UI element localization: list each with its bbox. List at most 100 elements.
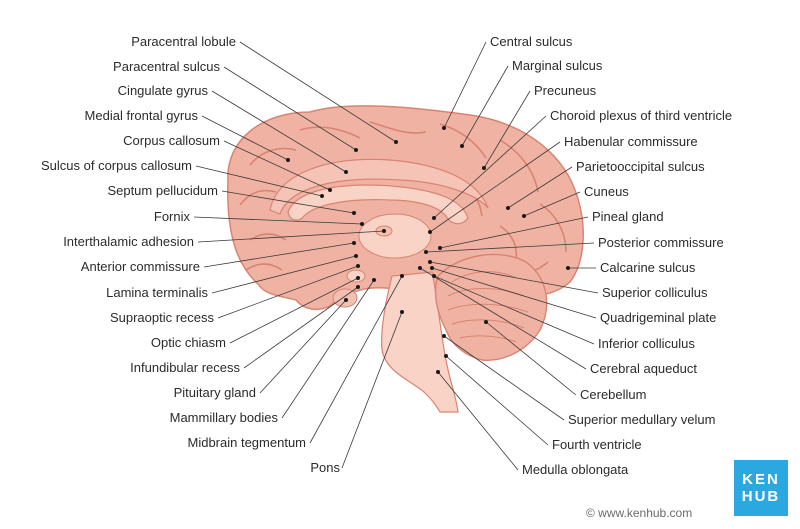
label-cerebellum: Cerebellum: [580, 387, 646, 402]
cerebellum-shape: [434, 253, 548, 361]
label-cingulate-gyrus: Cingulate gyrus: [118, 83, 209, 98]
label-superior-medullary-velum: Superior medullary velum: [568, 412, 715, 427]
label-central-sulcus: Central sulcus: [490, 34, 573, 49]
logo-line-2: HUB: [741, 488, 781, 505]
cingulate-gyrus: [269, 158, 489, 215]
label-interthalamic-adhesion: Interthalamic adhesion: [63, 234, 194, 249]
dot-paracentral-lobule: [394, 140, 398, 144]
label-lamina-terminalis: Lamina terminalis: [106, 285, 208, 300]
label-superior-colliculus: Superior colliculus: [602, 285, 708, 300]
leader-pons: [341, 311, 403, 469]
dot-interthalamic-adhesion: [382, 229, 386, 233]
dot-choroid-plexus: [432, 216, 436, 220]
dot-mammillary-bodies: [372, 278, 376, 282]
optic-chiasm-shape: [346, 269, 366, 283]
kenhub-logo[interactable]: KEN HUB: [734, 460, 788, 516]
label-sulcus-corpus-callosum: Sulcus of corpus callosum: [41, 158, 192, 173]
leader-medial-frontal-gyrus: [201, 115, 289, 161]
label-fourth-ventricle: Fourth ventricle: [552, 437, 642, 452]
leader-sulcus-corpus-callosum: [195, 165, 323, 197]
leader-midbrain-tegmentum: [309, 275, 403, 444]
leader-precuneus: [483, 90, 531, 169]
dot-superior-medullary-velum: [442, 334, 446, 338]
label-pituitary-gland: Pituitary gland: [174, 385, 256, 400]
logo-line-1: KEN: [742, 471, 780, 488]
leader-pineal-gland: [439, 216, 589, 249]
label-pineal-gland: Pineal gland: [592, 209, 664, 224]
leader-quadrigeminal-plate: [431, 267, 597, 319]
leader-posterior-commissure: [425, 242, 595, 253]
leader-lines: [193, 41, 599, 471]
leader-dots: [286, 126, 570, 374]
label-cerebral-aqueduct: Cerebral aqueduct: [590, 361, 697, 376]
dot-corpus-callosum: [328, 188, 332, 192]
leader-supraoptic-recess: [217, 265, 359, 319]
dot-midbrain-tegmentum: [400, 274, 404, 278]
dot-septum-pellucidum: [352, 211, 356, 215]
dot-precuneus: [482, 166, 486, 170]
corpus-callosum: [287, 184, 469, 225]
dot-fornix: [360, 222, 364, 226]
dot-pineal-gland: [438, 246, 442, 250]
leader-optic-chiasm: [229, 277, 359, 344]
copyright-text: © www.kenhub.com: [586, 506, 693, 520]
label-posterior-commissure: Posterior commissure: [598, 235, 724, 250]
leader-habenular-commissure: [429, 141, 561, 233]
leader-parietooccipital-sulcus: [507, 166, 573, 209]
thalamus: [358, 213, 432, 259]
leader-lamina-terminalis: [211, 255, 357, 294]
leader-anterior-commissure: [203, 242, 355, 268]
dot-quadrigeminal-plate: [430, 266, 434, 270]
dot-supraoptic-recess: [356, 264, 360, 268]
dot-sulcus-corpus-callosum: [320, 194, 324, 198]
leader-central-sulcus: [443, 41, 487, 129]
label-paracentral-lobule: Paracentral lobule: [131, 34, 236, 49]
dot-cerebellum: [484, 320, 488, 324]
label-midbrain-tegmentum: Midbrain tegmentum: [188, 435, 307, 450]
dot-central-sulcus: [442, 126, 446, 130]
pituitary-shape: [332, 288, 358, 308]
leader-paracentral-lobule: [239, 41, 397, 143]
dot-anterior-commissure: [352, 241, 356, 245]
label-quadrigeminal-plate: Quadrigeminal plate: [600, 310, 716, 325]
dot-medulla-oblongata: [436, 370, 440, 374]
label-precuneus: Precuneus: [534, 83, 597, 98]
label-fornix: Fornix: [154, 209, 191, 224]
leader-mammillary-bodies: [281, 279, 375, 419]
label-medulla-oblongata: Medulla oblongata: [522, 462, 629, 477]
label-septum-pellucidum: Septum pellucidum: [107, 183, 218, 198]
dot-cerebral-aqueduct: [418, 266, 422, 270]
leader-infundibular-recess: [243, 286, 359, 369]
leader-choroid-plexus: [433, 115, 547, 219]
labels-right: Central sulcus Marginal sulcus Precuneus…: [490, 34, 732, 477]
dot-superior-colliculus: [428, 260, 432, 264]
dot-habenular-commissure: [428, 230, 432, 234]
dot-inferior-colliculus: [432, 274, 436, 278]
dot-paracentral-sulcus: [354, 148, 358, 152]
label-habenular-commissure: Habenular commissure: [564, 134, 698, 149]
dot-cingulate-gyrus: [344, 170, 348, 174]
brainstem: [381, 271, 459, 413]
dot-calcarine-sulcus: [566, 266, 570, 270]
dot-parietooccipital-sulcus: [506, 206, 510, 210]
label-choroid-plexus: Choroid plexus of third ventricle: [550, 108, 732, 123]
label-infundibular-recess: Infundibular recess: [130, 360, 240, 375]
leader-marginal-sulcus: [461, 65, 509, 147]
leader-cerebellum: [485, 321, 577, 396]
label-corpus-callosum: Corpus callosum: [123, 133, 220, 148]
label-supraoptic-recess: Supraoptic recess: [110, 310, 215, 325]
label-medial-frontal-gyrus: Medial frontal gyrus: [85, 108, 199, 123]
leader-medulla-oblongata: [437, 371, 519, 471]
leader-septum-pellucidum: [221, 190, 355, 214]
dot-pituitary-gland: [344, 298, 348, 302]
dot-lamina-terminalis: [354, 254, 358, 258]
label-inferior-colliculus: Inferior colliculus: [598, 336, 695, 351]
dot-infundibular-recess: [356, 285, 360, 289]
label-parietooccipital-sulcus: Parietooccipital sulcus: [576, 159, 705, 174]
leader-cuneus: [523, 191, 581, 217]
label-mammillary-bodies: Mammillary bodies: [170, 410, 279, 425]
dot-pons: [400, 310, 404, 314]
leader-superior-medullary-velum: [443, 335, 565, 421]
label-anterior-commissure: Anterior commissure: [81, 259, 200, 274]
